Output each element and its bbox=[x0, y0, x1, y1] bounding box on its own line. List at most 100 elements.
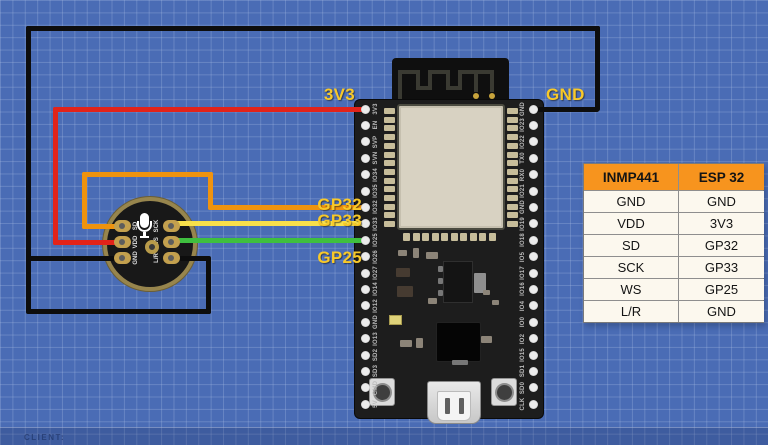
wire-sd-gp32[interactable] bbox=[207, 205, 366, 210]
esp32-pin-svn[interactable] bbox=[360, 153, 370, 163]
wire-gnd[interactable] bbox=[25, 26, 600, 31]
esp32-pin-label: IO15 bbox=[520, 348, 526, 362]
wire-sd-gp32[interactable] bbox=[207, 171, 213, 210]
microphone-icon bbox=[137, 221, 152, 232]
esp32-pin-svp[interactable] bbox=[360, 137, 370, 147]
power-led bbox=[389, 315, 402, 325]
esp32-antenna bbox=[392, 58, 509, 104]
inmp441-pad-ws[interactable] bbox=[162, 236, 180, 248]
solder-pad bbox=[460, 233, 467, 241]
wire-gnd[interactable] bbox=[533, 106, 599, 112]
inmp441-pad-lr[interactable] bbox=[162, 252, 180, 264]
wire-gnd[interactable] bbox=[25, 26, 31, 313]
wire-gnd-mic[interactable] bbox=[28, 255, 123, 261]
wire-sd-gp32[interactable] bbox=[81, 171, 213, 177]
inmp441-pad-sck[interactable] bbox=[162, 220, 180, 232]
esp32-pin-io33[interactable] bbox=[360, 219, 370, 229]
esp32-pin-io13[interactable] bbox=[360, 334, 370, 344]
solder-pad bbox=[507, 177, 518, 184]
inmp441-pad-vdd[interactable] bbox=[113, 236, 131, 248]
esp32-pin-label: IO22 bbox=[520, 134, 526, 149]
esp32-pin-gnd[interactable] bbox=[528, 104, 538, 114]
table-header-inmp441: INMP441 bbox=[584, 164, 678, 190]
esp32-pin-label: IO14 bbox=[373, 282, 379, 297]
wire-3v3-vdd[interactable] bbox=[52, 239, 124, 245]
esp32-pin-io32[interactable] bbox=[360, 202, 370, 212]
esp32-pin-label: EN bbox=[373, 121, 379, 130]
wire-sck-gp33[interactable] bbox=[171, 221, 365, 227]
esp32-pin-io14[interactable] bbox=[360, 284, 370, 294]
esp32-pin-io17[interactable] bbox=[528, 268, 538, 278]
boot-button[interactable] bbox=[369, 378, 395, 406]
wire-sd-gp32[interactable] bbox=[81, 223, 123, 229]
esp32-pin-io15[interactable] bbox=[528, 350, 538, 360]
esp32-pin-clk[interactable] bbox=[528, 399, 538, 409]
inmp441-pad-gnd[interactable] bbox=[113, 252, 131, 264]
esp32-pin-io21[interactable] bbox=[528, 186, 538, 196]
table-cell: GND bbox=[679, 301, 764, 322]
esp32-pin-gnd[interactable] bbox=[360, 317, 370, 327]
wire-gnd[interactable] bbox=[25, 308, 211, 314]
table-cell: SD bbox=[584, 235, 678, 256]
wire-gnd[interactable] bbox=[594, 26, 600, 111]
esp32-pin-3v3[interactable] bbox=[360, 104, 370, 114]
esp32-pin-io19[interactable] bbox=[528, 219, 538, 229]
esp32-pin-io23[interactable] bbox=[528, 120, 538, 130]
solder-pad bbox=[412, 233, 420, 241]
esp32-pin-5v[interactable] bbox=[360, 399, 370, 409]
esp32-pin-sd3[interactable] bbox=[360, 366, 370, 376]
table-cell: GP32 bbox=[679, 235, 764, 256]
esp32-pin-io26[interactable] bbox=[360, 252, 370, 262]
wire-gnd[interactable] bbox=[205, 255, 211, 314]
wire-sd-gp32[interactable] bbox=[81, 171, 87, 229]
table-cell: WS bbox=[584, 279, 678, 300]
solder-pad bbox=[384, 134, 395, 141]
wire-ws-gp25[interactable] bbox=[171, 238, 365, 243]
solder-pad bbox=[384, 168, 395, 175]
esp32-pin-sd1[interactable] bbox=[528, 366, 538, 376]
wire-3v3[interactable] bbox=[52, 106, 366, 112]
antenna-feed-dot bbox=[489, 93, 495, 99]
inmp441-pad-sd[interactable] bbox=[113, 220, 131, 232]
smd-component bbox=[400, 340, 412, 347]
esp32-pin-io12[interactable] bbox=[360, 301, 370, 311]
esp32-pin-io34[interactable] bbox=[360, 170, 370, 180]
esp32-pin-io25[interactable] bbox=[360, 235, 370, 245]
esp32-pin-label: IO27 bbox=[373, 266, 379, 280]
esp32-pin-io27[interactable] bbox=[360, 268, 370, 278]
esp32-pin-label: IO19 bbox=[520, 216, 526, 231]
en-button[interactable] bbox=[491, 378, 517, 406]
solder-pad bbox=[507, 160, 518, 167]
esp32-pin-rx0[interactable] bbox=[528, 170, 538, 180]
wire-3v3[interactable] bbox=[52, 106, 58, 245]
esp32-pin-en[interactable] bbox=[360, 120, 370, 130]
esp32-pin-io0[interactable] bbox=[528, 317, 538, 327]
wire-gnd-lr[interactable] bbox=[171, 255, 210, 261]
smd-component bbox=[438, 266, 443, 272]
esp32-pin-io4[interactable] bbox=[528, 301, 538, 311]
esp32-pin-io35[interactable] bbox=[360, 186, 370, 196]
esp32-pin-gnd[interactable] bbox=[528, 202, 538, 212]
esp32-pin-io22[interactable] bbox=[528, 137, 538, 147]
solder-pad bbox=[384, 151, 395, 158]
solder-pad bbox=[507, 151, 518, 158]
button-cap bbox=[496, 384, 512, 400]
esp32-pin-io18[interactable] bbox=[528, 235, 538, 245]
solder-pad bbox=[469, 233, 477, 241]
esp32-pin-sd0[interactable] bbox=[528, 383, 538, 393]
esp32-pin-label: IO13 bbox=[373, 331, 379, 346]
esp32-pin-label: IO18 bbox=[520, 233, 526, 248]
esp32-pin-io16[interactable] bbox=[528, 284, 538, 294]
esp32-pin-io5[interactable] bbox=[528, 252, 538, 262]
esp32-pin-tx0[interactable] bbox=[528, 153, 538, 163]
solder-pad bbox=[384, 125, 395, 132]
antenna-trace-icon bbox=[398, 70, 494, 100]
esp32-pin-io2[interactable] bbox=[528, 334, 538, 344]
esp32-pin-label: IO21 bbox=[520, 184, 526, 198]
smd-component bbox=[428, 298, 437, 304]
smd-component bbox=[398, 250, 407, 256]
esp32-pin-cmd[interactable] bbox=[360, 383, 370, 393]
esp32-pin-label: RX0 bbox=[520, 168, 526, 181]
label-gp33: GP33 bbox=[317, 211, 362, 230]
esp32-pin-sd2[interactable] bbox=[360, 350, 370, 360]
